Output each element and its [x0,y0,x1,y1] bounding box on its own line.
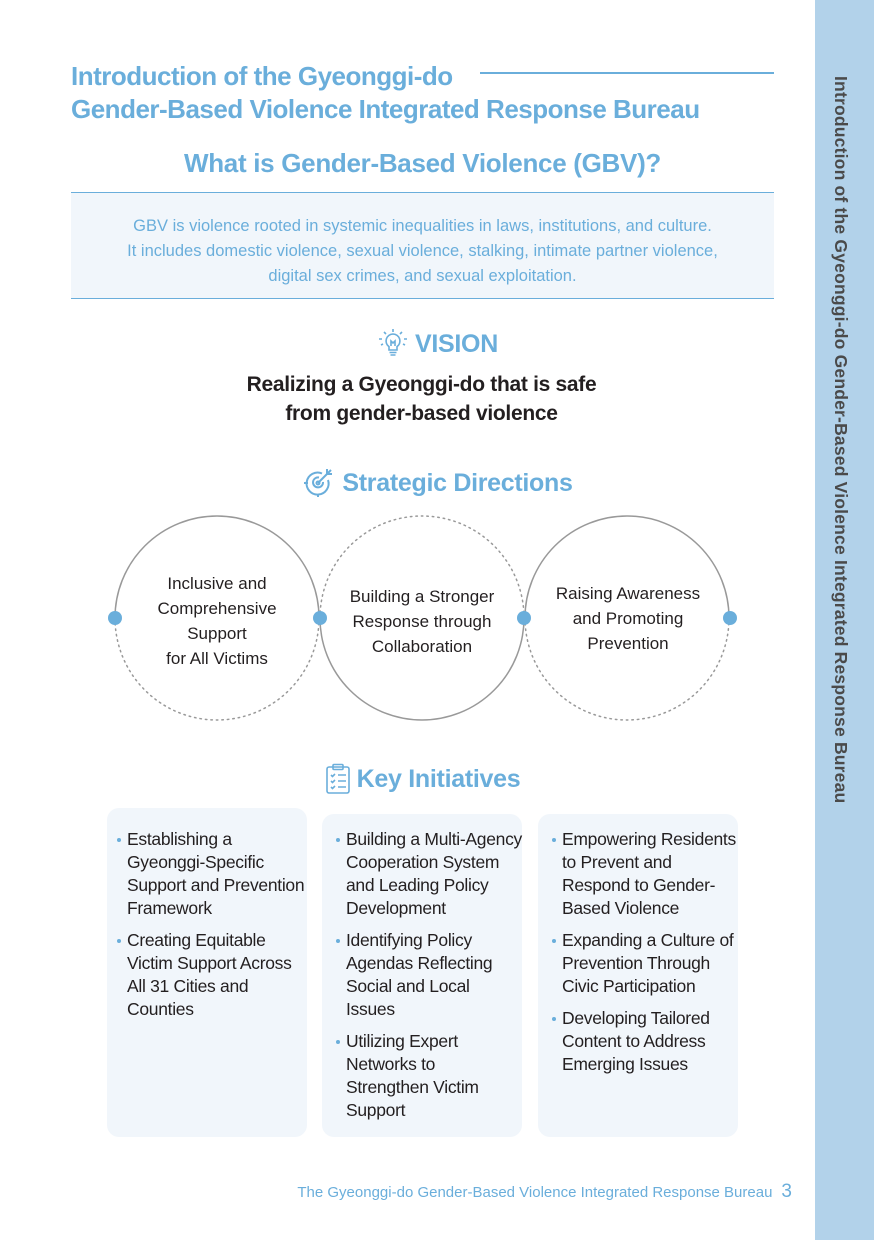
title-divider [480,72,774,74]
gbv-line: GBV is violence rooted in systemic inequ… [133,217,712,235]
target-icon [304,469,333,497]
page-title-line2: Gender-Based Violence Integrated Respons… [71,94,700,124]
circle-3-top [524,515,730,619]
direction-2: Building a Stronger Response through Col… [332,584,512,659]
initiatives-heading-text: Key Initiatives [356,764,521,793]
initiative-item: Creating Equitable Victim Support Across… [115,929,307,1021]
initiative-item: Building a Multi-Agency Cooperation Syst… [334,828,522,920]
initiative-card-3: Empowering Residents to Prevent and Resp… [538,814,738,1137]
connector-dot [723,611,737,625]
vision-heading: VISION [30,328,845,360]
initiatives-heading: Key Initiatives [15,763,830,795]
initiative-item: Empowering Residents to Prevent and Resp… [550,828,738,920]
direction-line: Inclusive and [167,574,267,593]
lightbulb-icon [379,329,408,356]
direction-line: and Promoting [572,609,684,628]
page-title: Introduction of the Gyeonggi-do Gender-B… [71,60,700,126]
direction-line: Response through [352,612,492,631]
circle-1-bottom [114,617,320,721]
circle-1-top [114,515,320,619]
initiative-card-1: Establishing a Gyeonggi-Specific Support… [107,808,307,1137]
strategic-heading: Strategic Directions [30,466,845,500]
direction-3: Raising Awareness and Promoting Preventi… [538,581,718,656]
page-number: 3 [781,1181,792,1202]
vision-statement: Realizing a Gyeonggi-do that is safe fro… [0,370,843,428]
initiative-item: Developing Tailored Content to Address E… [550,1007,738,1076]
gbv-line: digital sex crimes, and sexual exploitat… [268,267,577,285]
connector-dot [517,611,531,625]
footer-text: The Gyeonggi-do Gender-Based Violence In… [297,1184,773,1201]
clipboard-icon [325,763,350,794]
initiative-item: Identifying Policy Agendas Reflecting So… [334,929,522,1021]
direction-1: Inclusive and Comprehensive Support for … [127,571,307,671]
direction-line: Support [187,624,247,643]
direction-line: Building a Stronger [349,587,495,606]
vision-line: from gender-based violence [285,402,558,425]
direction-line: for All Victims [166,649,268,668]
direction-line: Collaboration [371,637,473,656]
gbv-definition-box: GBV is violence rooted in systemic inequ… [71,192,774,299]
gbv-line: It includes domestic violence, sexual vi… [127,242,718,260]
vision-line: Realizing a Gyeonggi-do that is safe [246,373,597,396]
circle-2-top [319,515,525,619]
circle-2-bottom [319,617,525,721]
side-tab [815,0,874,1240]
side-tab-title: Introduction of the Gyeonggi-do Gender-B… [831,76,851,804]
connector-dot [313,611,327,625]
initiative-item: Expanding a Culture of Prevention Throug… [550,929,738,998]
page-footer: The Gyeonggi-do Gender-Based Violence In… [297,1181,792,1203]
initiative-card-2: Building a Multi-Agency Cooperation Syst… [322,814,522,1137]
strategic-heading-text: Strategic Directions [342,468,573,497]
direction-line: Comprehensive [157,599,277,618]
strategic-circles [108,515,737,721]
direction-line: Prevention [587,634,669,653]
gbv-heading: What is Gender-Based Violence (GBV)? [183,148,662,178]
initiative-item: Utilizing Expert Networks to Strengthen … [334,1030,522,1122]
circle-3-bottom [524,617,730,721]
vision-heading-text: VISION [415,329,498,358]
connector-dot [108,611,122,625]
page-title-line1: Introduction of the Gyeonggi-do [71,61,453,91]
direction-line: Raising Awareness [555,584,701,603]
initiative-item: Establishing a Gyeonggi-Specific Support… [115,828,307,920]
